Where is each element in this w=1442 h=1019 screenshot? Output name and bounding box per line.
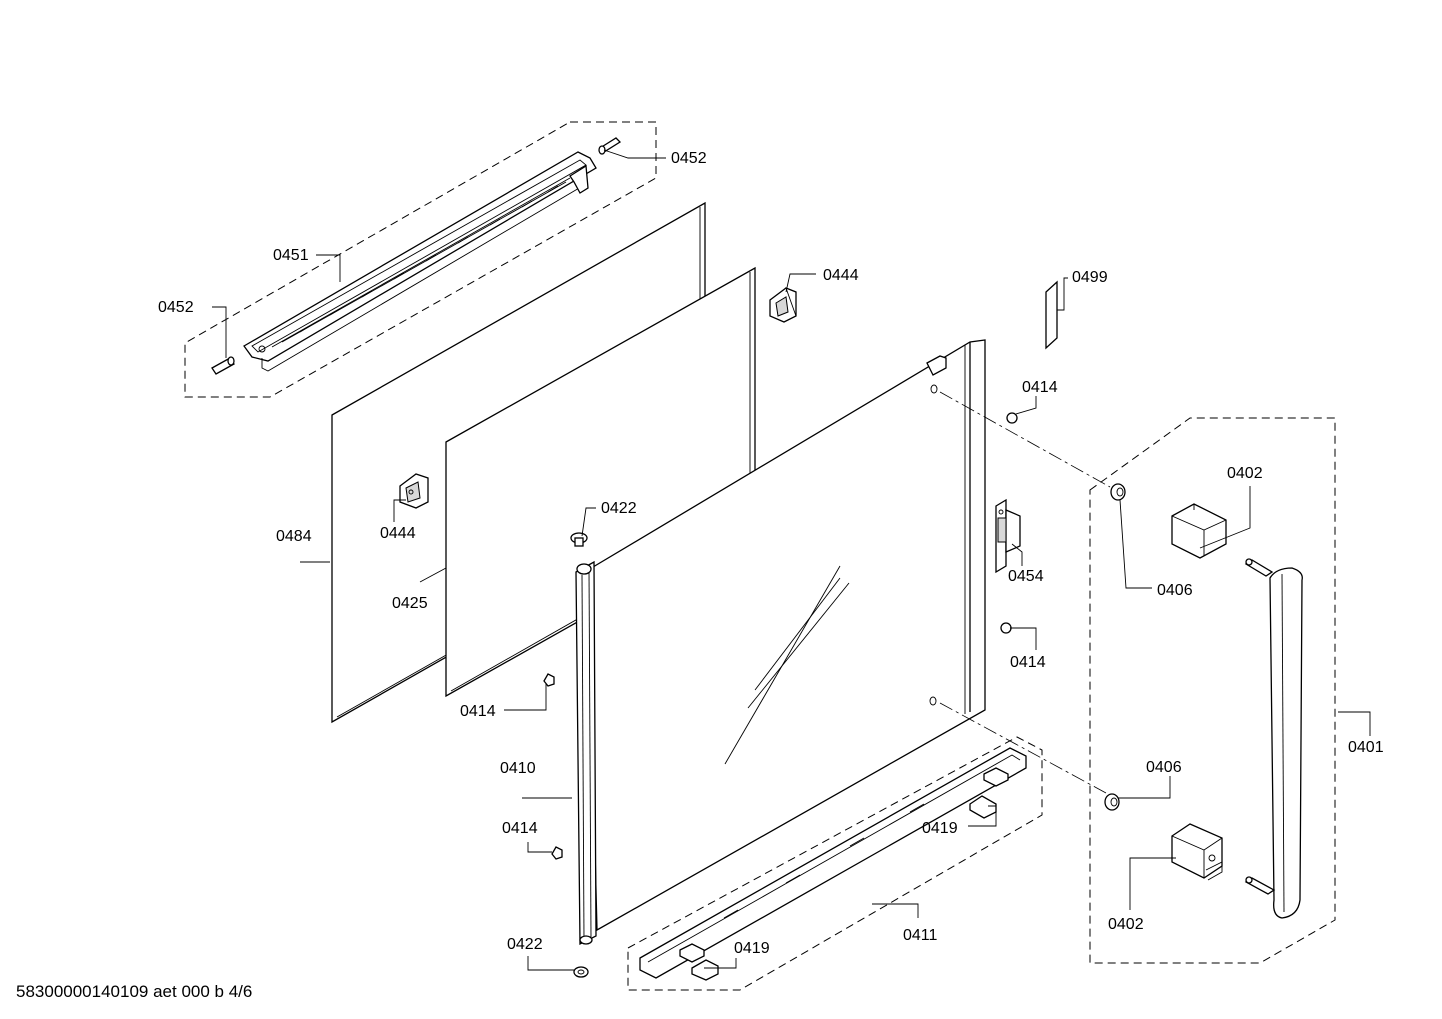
washer-bottom bbox=[573, 966, 589, 978]
label-0414-upper: 0414 bbox=[1022, 379, 1058, 396]
label-0419-bottom: 0419 bbox=[734, 940, 770, 957]
handle-bar bbox=[1244, 558, 1303, 919]
leader-lines bbox=[212, 149, 1371, 971]
drawing-number: 58300000140109 aet 000 b 4/6 bbox=[16, 982, 252, 1001]
label-0499: 0499 bbox=[1072, 269, 1108, 286]
label-sticker bbox=[1045, 280, 1058, 350]
label-0444-top: 0444 bbox=[823, 267, 859, 284]
label-0401: 0401 bbox=[1348, 739, 1384, 756]
label-0402-top: 0402 bbox=[1227, 465, 1263, 482]
label-0419-right: 0419 bbox=[922, 820, 958, 837]
label-0402-bottom: 0402 bbox=[1108, 916, 1144, 933]
label-0422-bottom: 0422 bbox=[507, 936, 543, 953]
top-trim-strip bbox=[243, 151, 597, 372]
label-0444-mid: 0444 bbox=[380, 525, 416, 542]
bottom-rail bbox=[639, 747, 1027, 979]
clip-middle bbox=[399, 473, 429, 509]
group-box-top-trim bbox=[184, 121, 657, 398]
label-0411: 0411 bbox=[903, 927, 938, 944]
label-0452-top: 0452 bbox=[671, 150, 707, 167]
label-0406-top: 0406 bbox=[1157, 582, 1193, 599]
screw-cap-top bbox=[570, 532, 588, 547]
handle-mount-lower bbox=[1171, 823, 1223, 881]
spacer-upper bbox=[1110, 483, 1126, 501]
group-box-handle bbox=[1089, 417, 1336, 964]
label-0422-top: 0422 bbox=[601, 500, 637, 517]
handle-mount-upper bbox=[1171, 503, 1227, 559]
label-0484: 0484 bbox=[276, 528, 312, 545]
label-0425: 0425 bbox=[392, 595, 428, 612]
label-0414-low: 0414 bbox=[502, 820, 538, 837]
nub-bottom bbox=[551, 846, 563, 860]
label-0414-mid: 0414 bbox=[460, 703, 496, 720]
clip-419-bottom bbox=[691, 959, 719, 981]
nub-right-upper bbox=[1006, 412, 1018, 424]
nub-right-lower bbox=[1000, 622, 1012, 634]
group-box-bottom-rail bbox=[627, 736, 1043, 991]
nub-low bbox=[543, 673, 555, 687]
hinge-bracket bbox=[995, 498, 1021, 574]
label-0410: 0410 bbox=[500, 760, 536, 777]
label-0414-right: 0414 bbox=[1010, 654, 1046, 671]
label-0451: 0451 bbox=[273, 247, 309, 264]
axis-lower bbox=[939, 702, 1107, 794]
label-0454: 0454 bbox=[1008, 568, 1044, 585]
label-0406-bottom: 0406 bbox=[1146, 759, 1182, 776]
clip-upper bbox=[769, 287, 797, 323]
pin-top-right bbox=[598, 137, 622, 155]
label-0452-left: 0452 bbox=[158, 299, 194, 316]
side-profile-bar bbox=[575, 560, 597, 946]
axis-upper bbox=[939, 391, 1111, 488]
spacer-lower bbox=[1104, 793, 1120, 811]
pin-left bbox=[211, 356, 235, 375]
clip-419-right bbox=[969, 795, 997, 819]
